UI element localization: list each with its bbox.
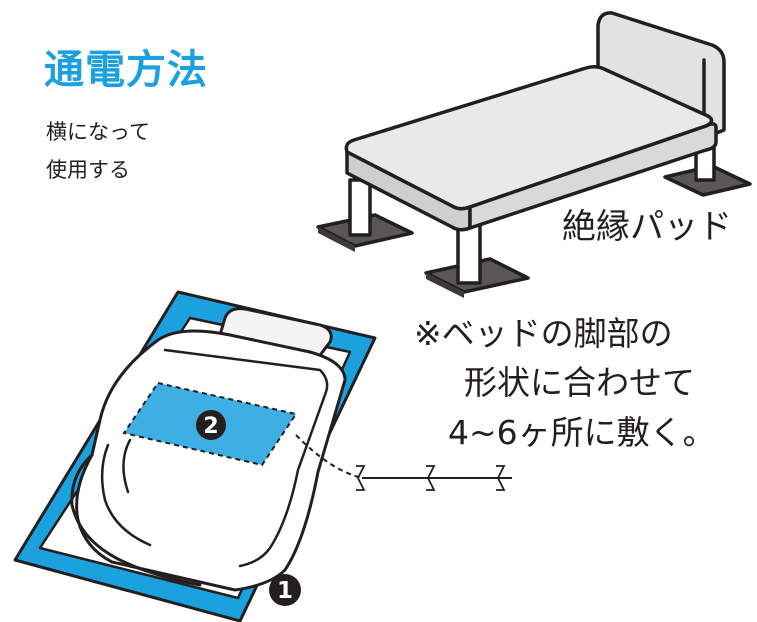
note-line-1: ※ベッドの脚部の [414,314,673,353]
subtitle-line-2: 使用する [46,158,130,182]
bed-illustration [316,11,752,298]
marker-2: 2 [196,410,226,440]
note-line-3: 4~6ヶ所に敷く。 [448,413,716,452]
insulating-pad-label: 絶縁パッド [562,207,732,247]
cord-clip-icon [356,465,506,491]
blanket [70,307,347,592]
subtitle-line-1: 横になって [46,120,150,144]
svg-text:1: 1 [277,578,293,604]
svg-text:2: 2 [203,414,218,439]
marker-1: 1 [269,574,301,606]
page-title: 通電方法 [44,47,208,93]
power-cord [295,434,512,491]
note-line-2: 形状に合わせて [464,363,695,402]
